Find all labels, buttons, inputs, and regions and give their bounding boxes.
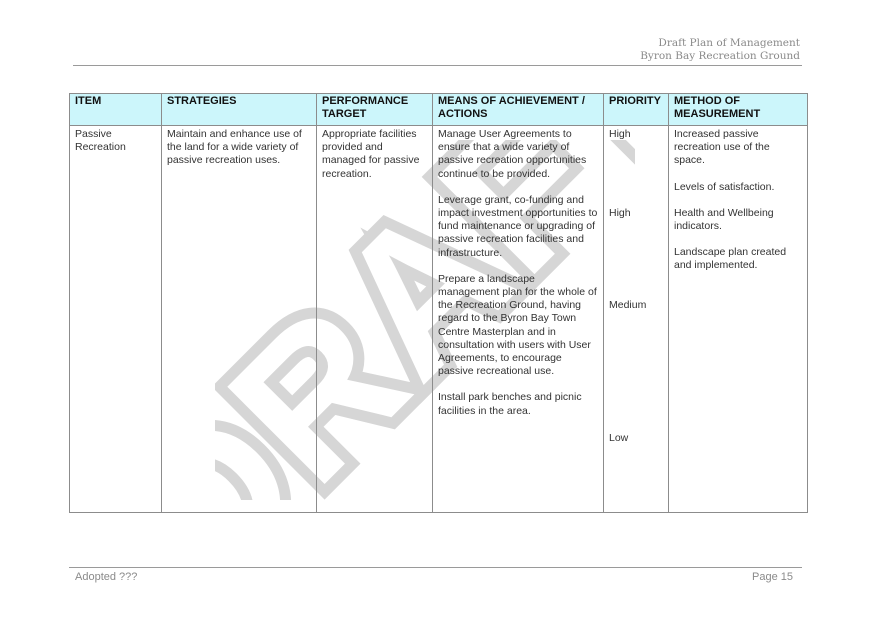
column-header-means-of-achievement: MEANS OF ACHIEVEMENT / ACTIONS [432,93,604,126]
action-text: Prepare a landscape management plan for … [438,272,597,378]
priority-value: High [609,207,631,220]
column-header-strategies: STRATEGIES [161,93,317,126]
header-plan-title: Draft Plan of Management [658,37,800,49]
strategy-cell: Maintain and enhance use of the land for… [161,125,317,513]
priority-cell: High High Medium Low [603,125,669,513]
page-number: Page 15 [752,571,793,583]
priority-value: High [609,128,631,140]
item-cell: Passive Recreation [69,125,162,513]
measurement-cell: Increased passive recreation use of the … [668,125,808,513]
header-site-name: Byron Bay Recreation Ground [640,50,800,62]
table-header-row: ITEM STRATEGIES PERFORMANCE TARGET MEANS… [69,93,808,126]
footer-divider [69,567,802,568]
column-header-priority: PRIORITY [603,93,669,126]
column-header-item: ITEM [69,93,162,126]
actions-cell: Manage User Agreements to ensure that a … [432,125,604,513]
measurement-text: Landscape plan created and implemented. [674,246,787,272]
item-text: Passive Recreation [75,128,126,154]
target-cell: Appropriate facilities provided and mana… [316,125,433,513]
action-text: Install park benches and picnic faciliti… [438,391,582,417]
priority-value: Low [609,431,629,444]
table-row: Passive Recreation Maintain and enhance … [69,125,808,513]
header-divider [73,65,802,66]
priority-value: Medium [609,299,647,312]
column-header-performance-target: PERFORMANCE TARGET [316,93,433,126]
column-header-method-of-measurement: METHOD OF MEASUREMENT [668,93,808,126]
measurement-text: Health and Wellbeing indicators. [674,206,774,233]
management-table: ITEM STRATEGIES PERFORMANCE TARGET MEANS… [69,93,808,513]
document-header: Draft Plan of Management Byron Bay Recre… [640,37,800,63]
action-text: Leverage grant, co-funding and impact in… [438,193,598,259]
action-text: Manage User Agreements to ensure that a … [438,128,587,180]
measurement-text: Levels of satisfaction. [674,180,775,193]
adoption-status: Adopted ??? [75,571,138,583]
measurement-text: Increased passive recreation use of the … [674,128,770,167]
